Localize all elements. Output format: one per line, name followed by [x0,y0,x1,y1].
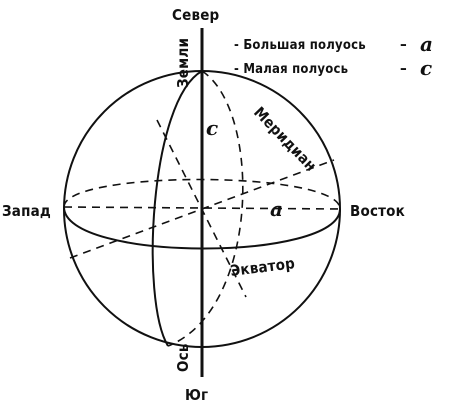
west-label: Запад [2,202,51,220]
axis-label-top: Земли [174,38,192,88]
meridian-back-arc [167,70,244,347]
legend-semi-major-label: - Большая полуось [234,38,366,53]
semi-major-axis-line [63,206,341,210]
meridian-label: Меридиан [250,103,320,175]
east-label: Восток [350,202,405,220]
south-label: Юг [185,386,208,404]
legend: - Большая полуось – a - Малая полуось – … [234,32,433,80]
legend-semi-major-symbol: a [420,32,433,56]
semi-minor-symbol-label: c [206,116,218,140]
legend-item-semi-minor: - Малая полуось – c [234,56,432,80]
legend-semi-minor-label: - Малая полуось [234,62,348,77]
equator-label: Экватор [229,254,296,280]
semi-major-symbol-label: a [270,197,283,221]
legend-semi-minor-symbol: c [420,56,432,80]
axis-label-bottom: Ось [174,343,192,372]
legend-semi-minor-dash: – [400,59,407,77]
legend-item-semi-major: - Большая полуось – a [234,32,433,56]
meridian-front-arc [151,70,203,347]
legend-semi-major-dash: – [400,35,407,53]
north-label: Север [172,6,220,24]
